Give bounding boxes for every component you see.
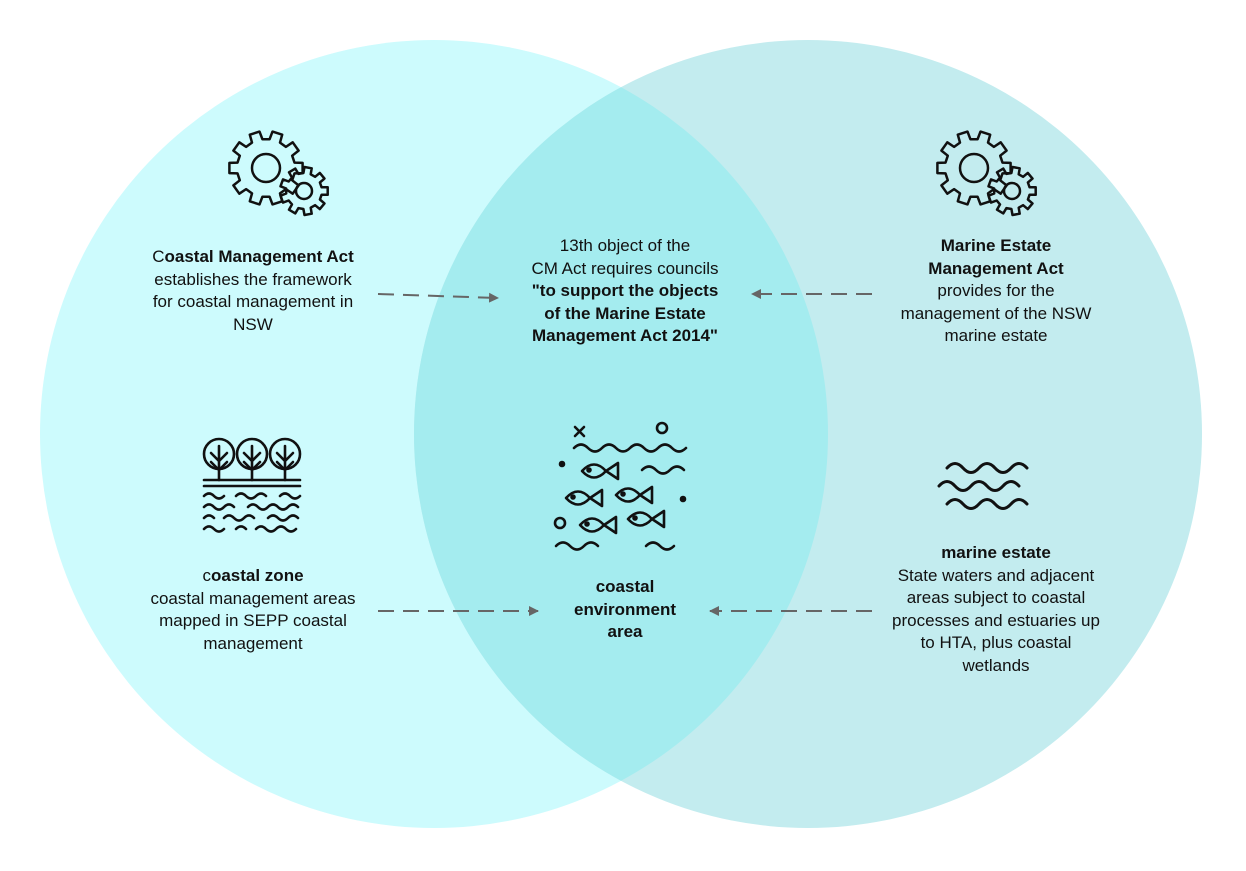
coastal-zone-line3: management	[203, 633, 303, 653]
overlap-region	[414, 40, 828, 828]
coastal-management-act-line2: for coastal management in	[152, 292, 354, 311]
coastal-management-act-line1: establishes the framework	[154, 269, 352, 289]
coastal-zone-title: coastal zone	[202, 566, 304, 585]
trees-and-waves-icon	[202, 437, 302, 533]
marine-estate-management-act-title1: Marine Estate	[940, 236, 1052, 255]
marine-estate-management-act-line1: provides for the	[937, 281, 1055, 300]
marine-estate-management-act-title2: Management Act	[928, 258, 1064, 278]
marine-estate-management-act-text: Marine Estate Management Act provides fo…	[861, 235, 1131, 348]
coastal-zone-line2: mapped in SEPP coastal	[159, 611, 347, 630]
waves-icon	[937, 462, 1029, 510]
fish-and-waves-icon	[553, 421, 688, 551]
marine-estate-text: marine estate State waters and adjacent …	[861, 542, 1131, 677]
coastal-environment-area-line1: coastal	[595, 577, 655, 596]
coastal-management-act-text: Coastal Management Act establishes the f…	[118, 246, 388, 336]
marine-estate-line3: processes and estuaries up	[892, 610, 1100, 630]
marine-estate-line2: areas subject to coastal	[906, 588, 1086, 607]
marine-estate-management-act-line2: management of the NSW	[900, 303, 1092, 323]
gears-icon	[936, 130, 1037, 217]
marine-estate-title: marine estate	[941, 543, 1051, 562]
thirteenth-object-text: 13th object of the CM Act requires counc…	[485, 235, 765, 348]
gears-icon	[228, 130, 329, 217]
coastal-management-act-line3: NSW	[233, 314, 273, 334]
thirteenth-object-line2: CM Act requires councils	[531, 258, 719, 278]
marine-estate-line4: to HTA, plus coastal	[920, 633, 1072, 652]
thirteenth-object-line1: 13th object of the	[559, 236, 691, 255]
coastal-zone-line1: coastal management areas	[150, 588, 356, 608]
coastal-environment-area-line2: environment	[573, 599, 677, 619]
marine-estate-management-act-line3: marine estate	[944, 326, 1048, 345]
thirteenth-object-quote1: "to support the objects	[531, 281, 719, 300]
arrow-left-top	[377, 292, 499, 303]
marine-estate-line5: wetlands	[962, 655, 1030, 675]
coastal-zone-text: coastal zone coastal management areas ma…	[118, 565, 388, 655]
coastal-environment-area-text: coastal environment area	[525, 576, 725, 644]
marine-estate-line1: State waters and adjacent	[897, 565, 1095, 585]
coastal-management-act-title: Coastal Management Act	[152, 247, 354, 266]
thirteenth-object-quote3: Management Act 2014"	[532, 326, 718, 345]
coastal-environment-area-line3: area	[607, 622, 643, 641]
thirteenth-object-quote2: of the Marine Estate	[544, 303, 706, 323]
